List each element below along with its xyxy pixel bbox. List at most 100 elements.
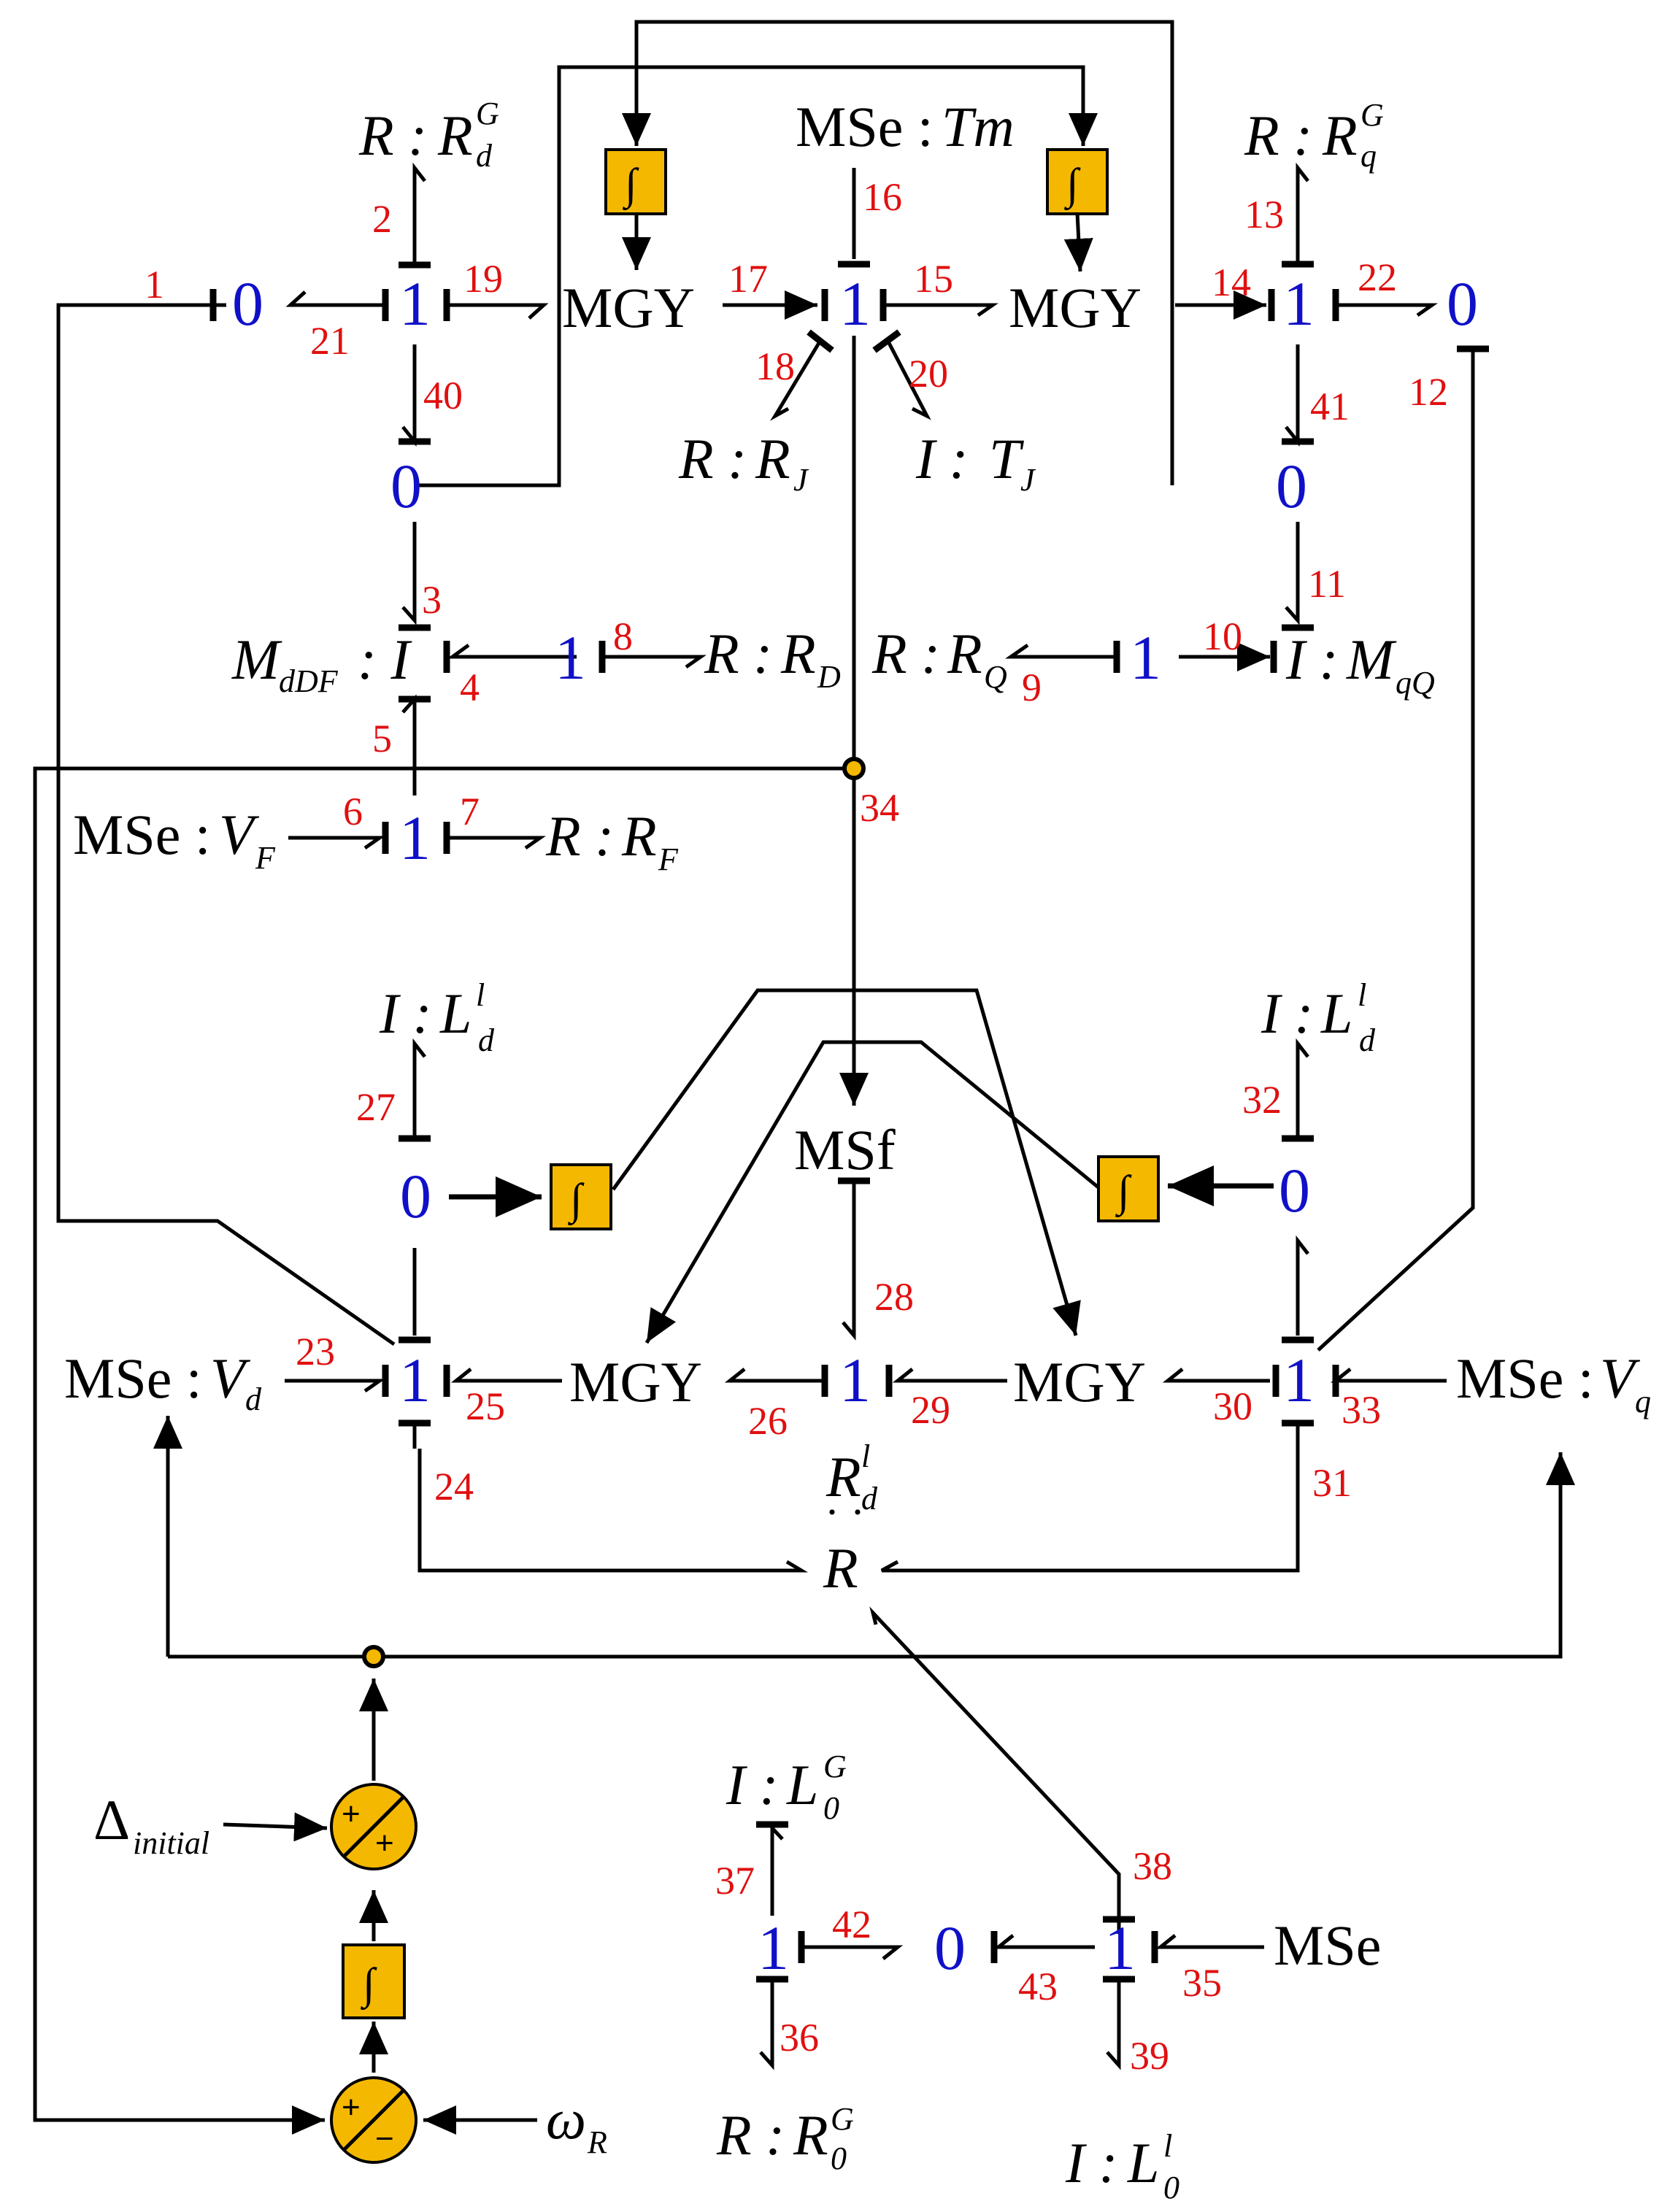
zero-junction: 0 [400,1161,431,1231]
junctions: 0 1 1 1 0 0 0 1 1 1 0 0 1 1 1 1 0 1 [232,269,1478,1983]
delta-symbol: Δ [93,1788,130,1851]
symbol-sup: G [1361,97,1384,133]
zero-junction: 0 [232,269,263,339]
symbol-main: M [231,628,282,691]
symbol-sub: d [245,1381,262,1417]
bond-number-15: 15 [914,257,953,301]
symbol-sub: d [478,1022,495,1058]
mgy-element: MGY [569,1350,702,1414]
sum-sign-plus: + [342,1796,361,1832]
i-prefix: I : [726,1753,778,1816]
one-junction: 1 [399,269,431,339]
symbol-sub: 0 [823,1790,839,1826]
bond-number-39: 39 [1130,2034,1169,2078]
symbol-sup: l [861,1438,870,1474]
bond-number-37: 37 [715,1859,755,1903]
symbol-main: R [825,1445,861,1508]
symbol-main: R [780,622,816,685]
i-prefix: I : [379,982,431,1045]
symbol-main: L [786,1753,818,1816]
mse-element: MSe [1274,1914,1381,1977]
symbol-main: R [437,104,473,167]
bond-number-30: 30 [1213,1384,1252,1428]
one-junction: 1 [555,623,586,693]
mgy-element: MGY [1013,1350,1146,1414]
symbol-sub: J [793,462,809,498]
bond-number-33: 33 [1342,1388,1381,1432]
signal-wiring [33,20,1575,2135]
r-prefix: R : [358,104,427,167]
bond-number-23: 23 [296,1330,335,1373]
symbol-sub: qQ [1396,665,1435,701]
i-prefix: I : [1285,628,1338,691]
integrator-block-mid-left [550,1163,612,1230]
symbol-sub: d [476,138,493,174]
symbol-main: M [1346,628,1397,691]
bond-number-18: 18 [755,344,795,388]
symbol-sup: G [823,1749,847,1784]
bond-number-16: 16 [863,175,902,219]
integrator-block-mid-right [1097,1155,1160,1222]
zero-junction: 0 [390,451,422,521]
symbol-sub: d [1359,1022,1376,1058]
symbol-sub: Q [984,659,1007,695]
integrator-block-top-right [1046,148,1109,215]
mse-prefix: MSe : [64,1346,202,1410]
symbol-sup: l [1163,2128,1172,2164]
sum-blocks: + + + − [330,1783,417,2164]
zero-junction: 0 [934,1913,966,1983]
integral-symbol: ∫ [361,1959,377,2011]
bond-number-27: 27 [356,1085,396,1129]
integral-symbol: ∫ [1064,160,1081,211]
bond-number-26: 26 [748,1399,788,1443]
r-prefix: R : [716,2103,785,2167]
i-prefix: I : [915,427,968,490]
bonds [182,162,1489,2070]
bond-number-11: 11 [1308,562,1346,606]
symbol-main: V [219,803,260,866]
symbol-sub: R [587,2124,607,2160]
mse-prefix: MSe : [796,95,934,158]
symbol-sub: initial [133,1825,209,1861]
symbol-main: L [439,982,472,1045]
one-junction: 1 [1130,623,1161,693]
symbol-main: R [1322,104,1358,167]
bond-number-35: 35 [1182,1961,1222,2005]
bond-number-1: 1 [145,263,164,307]
one-junction: 1 [758,1913,789,1983]
bond-number-10: 10 [1203,614,1242,658]
one-junction: 1 [399,803,431,873]
bond-number-4: 4 [460,666,480,709]
bond-number-13: 13 [1244,193,1284,236]
r-prefix: R : [678,427,747,490]
bond-number-21: 21 [310,319,350,363]
mgy-element: MGY [1009,276,1142,339]
i-prefix: I : [1261,982,1313,1045]
symbol-sub: d [861,1481,878,1517]
bond-number-17: 17 [728,257,768,301]
symbol-main: R [793,2103,828,2167]
bond-number-6: 6 [343,790,363,833]
symbol-sub: q [1635,1384,1651,1419]
mgy-element: MGY [562,276,695,339]
bond-number-14: 14 [1212,261,1251,304]
colon-dots: · · [825,1488,865,1536]
one-junction: 1 [1104,1913,1136,1983]
mse-prefix: MSe : [1456,1346,1594,1410]
symbol-sup: G [831,2101,854,2137]
bond-number-36: 36 [780,2016,819,2059]
r-prefix: R : [704,622,772,685]
integral-symbol: ∫ [568,1175,585,1226]
msf-element: MSf [794,1118,896,1182]
bond-number-20: 20 [909,352,948,396]
sum-sign-plus: + [375,1825,394,1861]
symbol-sup: l [476,977,485,1013]
bond-number-31: 31 [1312,1461,1352,1505]
symbol-sub: dDF [279,663,339,699]
bond-number-34: 34 [860,786,899,830]
symbol-sub: 0 [1163,2170,1179,2205]
bond-number-40: 40 [423,374,463,417]
bond-number-24: 24 [434,1465,474,1508]
bond-number-38: 38 [1133,1844,1172,1888]
